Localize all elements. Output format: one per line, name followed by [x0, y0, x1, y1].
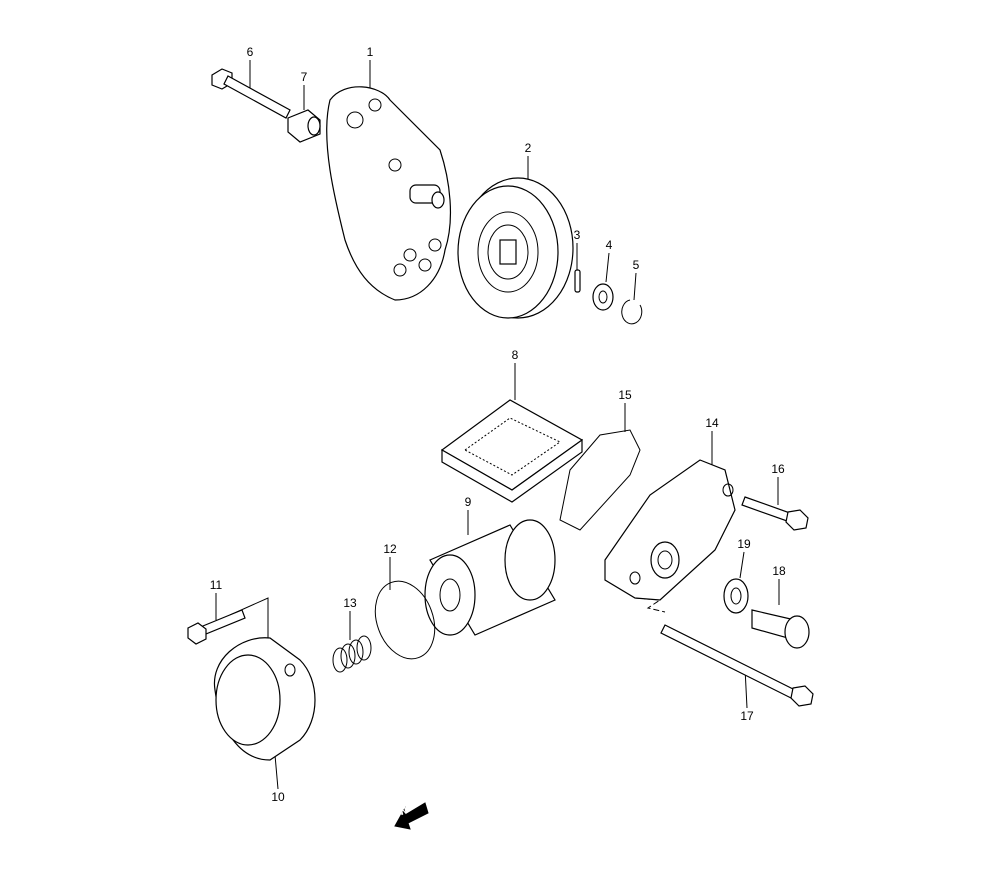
callout-8: 8 — [511, 348, 519, 362]
part-9-oil-filter — [424, 519, 556, 636]
part-17-long-bolt — [660, 624, 814, 707]
callout-2: 2 — [524, 141, 532, 155]
part-11-bolt — [187, 609, 246, 645]
part-16-bolt — [741, 496, 809, 531]
callout-17: 17 — [740, 709, 754, 723]
part-2-gear — [457, 177, 574, 319]
callout-19: 19 — [737, 537, 751, 551]
fwd-arrow-icon — [394, 802, 429, 830]
callout-10: 10 — [271, 790, 285, 804]
part-1-oil-pump — [326, 86, 452, 301]
callout-1: 1 — [366, 45, 374, 59]
part-7-collar — [287, 109, 321, 143]
callout-4: 4 — [605, 238, 613, 252]
part-10-filter-cover — [213, 637, 316, 761]
callout-11: 11 — [209, 578, 223, 592]
part-18-drain-plug — [751, 609, 810, 649]
callout-5: 5 — [632, 258, 640, 272]
callout-15: 15 — [618, 388, 632, 402]
part-13-spring — [332, 635, 372, 673]
part-5-e-clip — [621, 299, 643, 325]
part-4-washer — [592, 283, 614, 311]
callout-7: 7 — [300, 70, 308, 84]
part-8-strainer — [440, 399, 584, 503]
callout-12: 12 — [383, 542, 397, 556]
part-19-washer — [723, 578, 749, 614]
callout-14: 14 — [705, 416, 719, 430]
part-15-gasket — [559, 429, 641, 531]
callout-9: 9 — [464, 495, 472, 509]
leader-lines — [215, 60, 780, 790]
callout-3: 3 — [573, 228, 581, 242]
callout-6: 6 — [246, 45, 254, 59]
part-14-filter-cap — [604, 459, 736, 601]
callout-13: 13 — [343, 596, 357, 610]
part-6-bolt — [211, 68, 291, 119]
callout-16: 16 — [771, 462, 785, 476]
part-3-pin — [574, 269, 581, 293]
callout-18: 18 — [772, 564, 786, 578]
part-12-o-ring — [374, 580, 436, 660]
